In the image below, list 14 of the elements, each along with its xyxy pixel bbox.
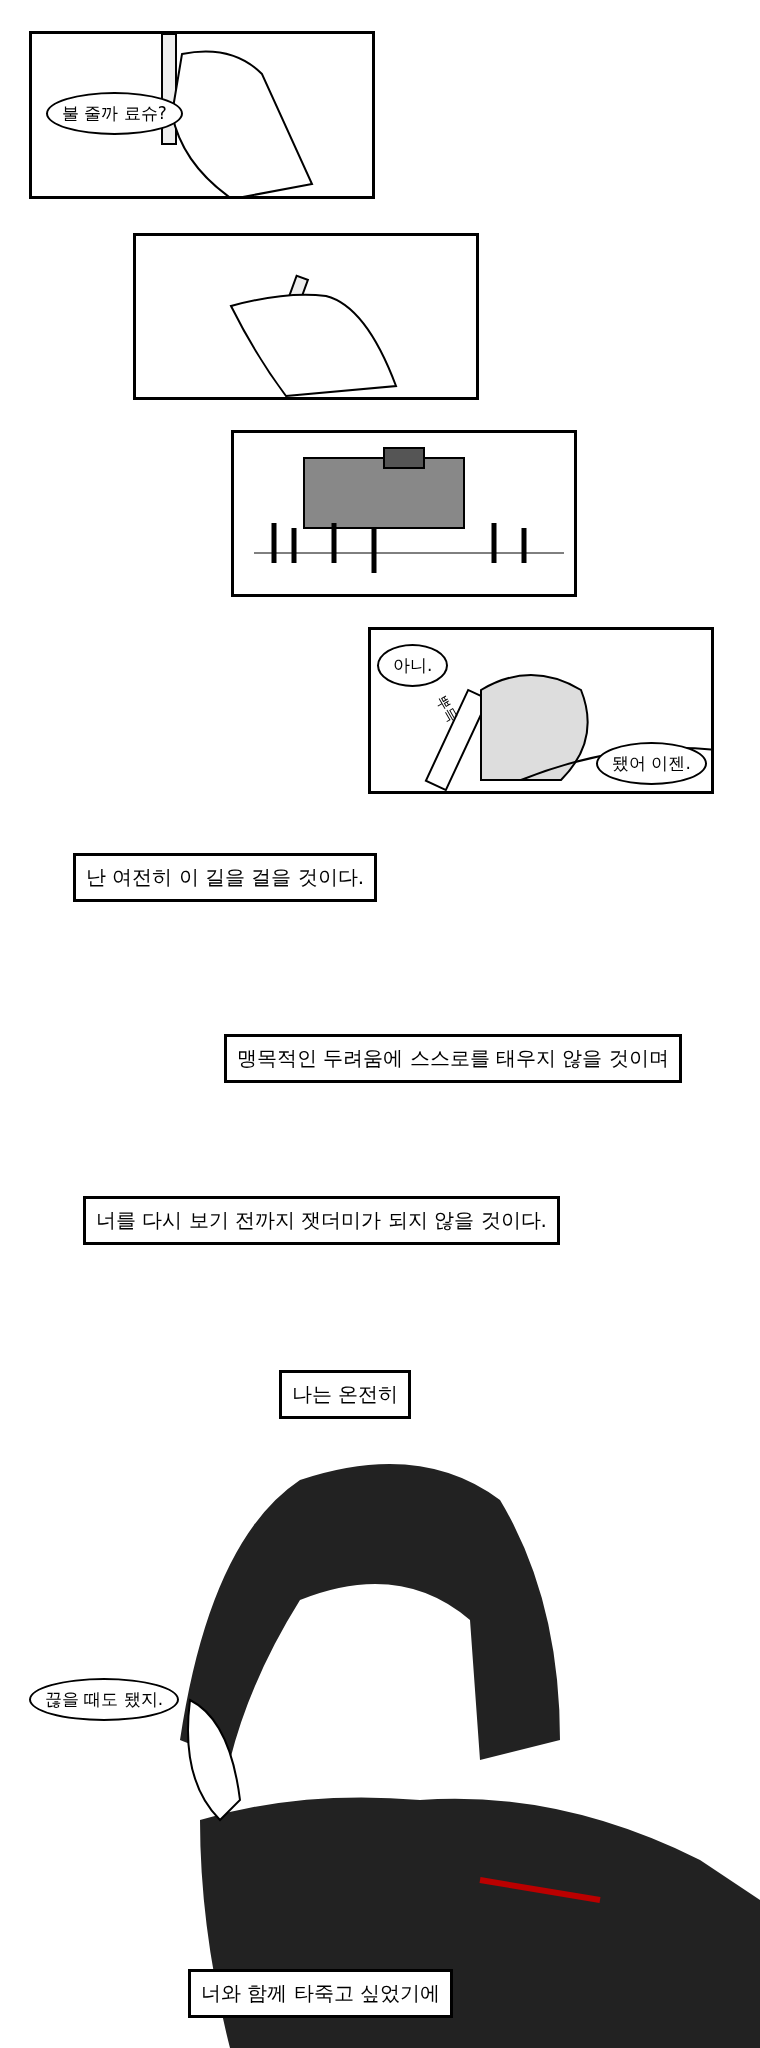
speech-bubble: 끊을 때도 됐지. bbox=[29, 1678, 180, 1721]
caption-box: 난 여전히 이 길을 걸을 것이다. bbox=[73, 853, 378, 902]
speech-bubble: 불 줄까 료슈? bbox=[46, 92, 183, 135]
caption-box: 너와 함께 타죽고 싶었기에 bbox=[188, 1969, 454, 2018]
comic-panel bbox=[29, 31, 375, 199]
caption-box: 너를 다시 보기 전까지 잿더미가 되지 않을 것이다. bbox=[83, 1196, 560, 1245]
comic-panel bbox=[231, 430, 577, 597]
comic-panel bbox=[368, 627, 714, 794]
speech-bubble: 아니. bbox=[377, 644, 449, 687]
caption-box: 나는 온전히 bbox=[279, 1370, 412, 1419]
speech-bubble: 됐어 이젠. bbox=[596, 742, 707, 785]
caption-box: 맹목적인 두려움에 스스로를 태우지 않을 것이며 bbox=[224, 1034, 682, 1083]
comic-panel bbox=[133, 233, 479, 400]
sound-effect: 뿌득 bbox=[431, 692, 461, 726]
